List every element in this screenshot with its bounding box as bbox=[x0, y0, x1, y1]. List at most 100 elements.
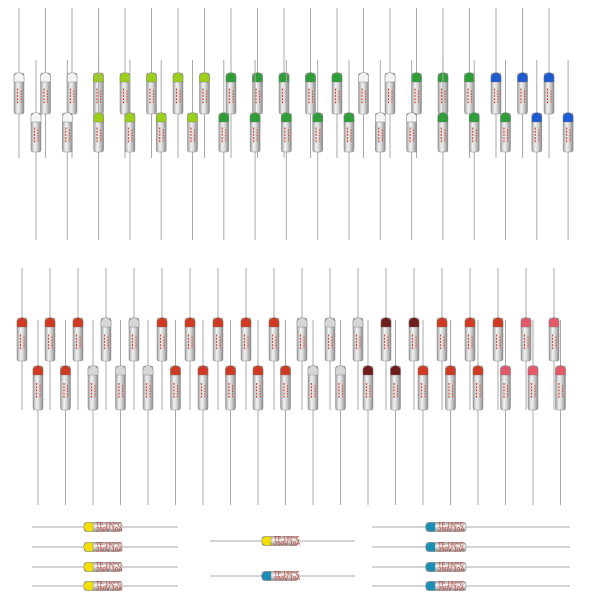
thermal-fuse bbox=[358, 8, 369, 158]
fuse-cap bbox=[548, 317, 560, 328]
fuse-marking-text: TF 192°C bbox=[96, 582, 122, 588]
thermal-fuse bbox=[331, 8, 343, 158]
fuse-marking-text: TF 192°C bbox=[438, 563, 464, 569]
fuse-cap bbox=[343, 112, 355, 123]
fuse-marking-text: TF 192°C bbox=[438, 582, 464, 588]
thermal-fuse bbox=[343, 60, 355, 240]
fuse-cap bbox=[184, 317, 196, 328]
fuse-marking-text: 250V 10A bbox=[274, 542, 300, 548]
fuse-cap bbox=[296, 317, 308, 328]
fuse-cap bbox=[115, 365, 126, 376]
fuse-cap bbox=[44, 317, 56, 328]
fuse-cap bbox=[436, 317, 448, 328]
fuse-cap bbox=[500, 365, 511, 376]
thermal-fuse bbox=[44, 268, 56, 410]
fuse-marking-text: 250V 10A bbox=[274, 577, 300, 583]
thermal-fuse bbox=[30, 60, 42, 240]
thermal-fuse bbox=[62, 60, 73, 240]
thermal-fuse bbox=[156, 268, 168, 410]
fuse-cap bbox=[445, 365, 456, 376]
thermal-fuse bbox=[472, 320, 484, 505]
thermal-fuse bbox=[184, 268, 196, 410]
fuse-cap bbox=[252, 365, 264, 376]
thermal-fuse bbox=[375, 60, 386, 240]
thermal-fuse bbox=[436, 268, 448, 410]
fuse-cap bbox=[187, 112, 198, 123]
fuse-marking-text: TF 192°C bbox=[96, 563, 122, 569]
thermal-fuse bbox=[312, 60, 323, 240]
fuse-cap bbox=[425, 522, 436, 532]
fuse-marking-text: TF 192°C bbox=[96, 543, 122, 549]
fuse-cap bbox=[492, 317, 504, 328]
fuse-cap bbox=[307, 365, 319, 376]
fuse-cap bbox=[469, 112, 480, 123]
fuse-cap bbox=[358, 72, 369, 83]
thermal-fuse bbox=[517, 8, 528, 158]
fuse-cap bbox=[352, 317, 364, 328]
fuse-cap bbox=[408, 317, 420, 328]
fuse-marking-text: TF 192°C bbox=[438, 523, 464, 529]
fuse-cap bbox=[83, 562, 94, 572]
fuse-cap bbox=[261, 536, 272, 546]
thermal-fuse bbox=[468, 60, 480, 240]
thermal-fuse bbox=[197, 320, 209, 505]
thermal-fuse bbox=[187, 60, 198, 240]
thermal-fuse bbox=[146, 8, 157, 158]
fuse-cap bbox=[268, 317, 280, 328]
thermal-fuse bbox=[225, 320, 236, 505]
fuse-cap bbox=[380, 317, 392, 328]
fuse-marking-text: 250V 10A bbox=[438, 548, 464, 554]
fuse-cap bbox=[312, 112, 323, 123]
fuse-cap bbox=[517, 72, 528, 83]
fuse-cap bbox=[281, 112, 292, 123]
thermal-fuse bbox=[115, 320, 126, 505]
fuse-cap bbox=[72, 317, 84, 328]
fuse-marking-text: 250V 10A bbox=[96, 587, 122, 593]
fuse-marking-text: 250V 10A bbox=[438, 528, 464, 534]
fuse-cap bbox=[324, 317, 336, 328]
thermal-fuse bbox=[155, 60, 167, 240]
thermal-fuse bbox=[87, 320, 99, 505]
thermal-fuse bbox=[305, 8, 316, 158]
fuse-cap bbox=[425, 581, 436, 591]
fuse-cap bbox=[384, 72, 396, 83]
thermal-fuse bbox=[142, 320, 154, 505]
thermal-fuse bbox=[437, 60, 449, 240]
thermal-fuse bbox=[324, 268, 336, 410]
fuse-cap bbox=[425, 562, 436, 572]
thermal-fuse bbox=[548, 268, 560, 410]
fuse-cap bbox=[30, 112, 42, 123]
fuse-cap bbox=[225, 72, 237, 83]
fuse-cap bbox=[146, 72, 157, 83]
fuse-cap bbox=[406, 112, 417, 123]
thermal-fuse bbox=[445, 320, 456, 505]
thermal-fuse bbox=[352, 268, 364, 410]
fuse-cap bbox=[555, 365, 566, 376]
fuse-cap bbox=[335, 365, 346, 376]
fuse-cap bbox=[60, 365, 71, 376]
fuse-cap bbox=[62, 112, 73, 123]
fuse-cap bbox=[156, 112, 167, 123]
thermal-fuse bbox=[218, 60, 230, 240]
thermal-fuse bbox=[16, 268, 28, 410]
fuse-cap bbox=[212, 317, 224, 328]
fuse-cap bbox=[280, 365, 291, 376]
thermal-fuse bbox=[464, 8, 475, 158]
thermal-fuse bbox=[13, 8, 25, 158]
thermal-fuse bbox=[212, 268, 224, 410]
fuse-marking-text: 250V 10A bbox=[96, 568, 122, 574]
fuse-cap bbox=[197, 365, 209, 376]
thermal-fuse bbox=[199, 8, 210, 158]
fuse-marking-text: 250V 10A bbox=[438, 587, 464, 593]
fuse-marking-text: TF 192°C bbox=[438, 543, 464, 549]
thermal-fuse bbox=[417, 320, 429, 505]
thermal-fuse bbox=[464, 268, 476, 410]
fuse-cap bbox=[490, 72, 502, 83]
fuse-cap bbox=[156, 317, 168, 328]
